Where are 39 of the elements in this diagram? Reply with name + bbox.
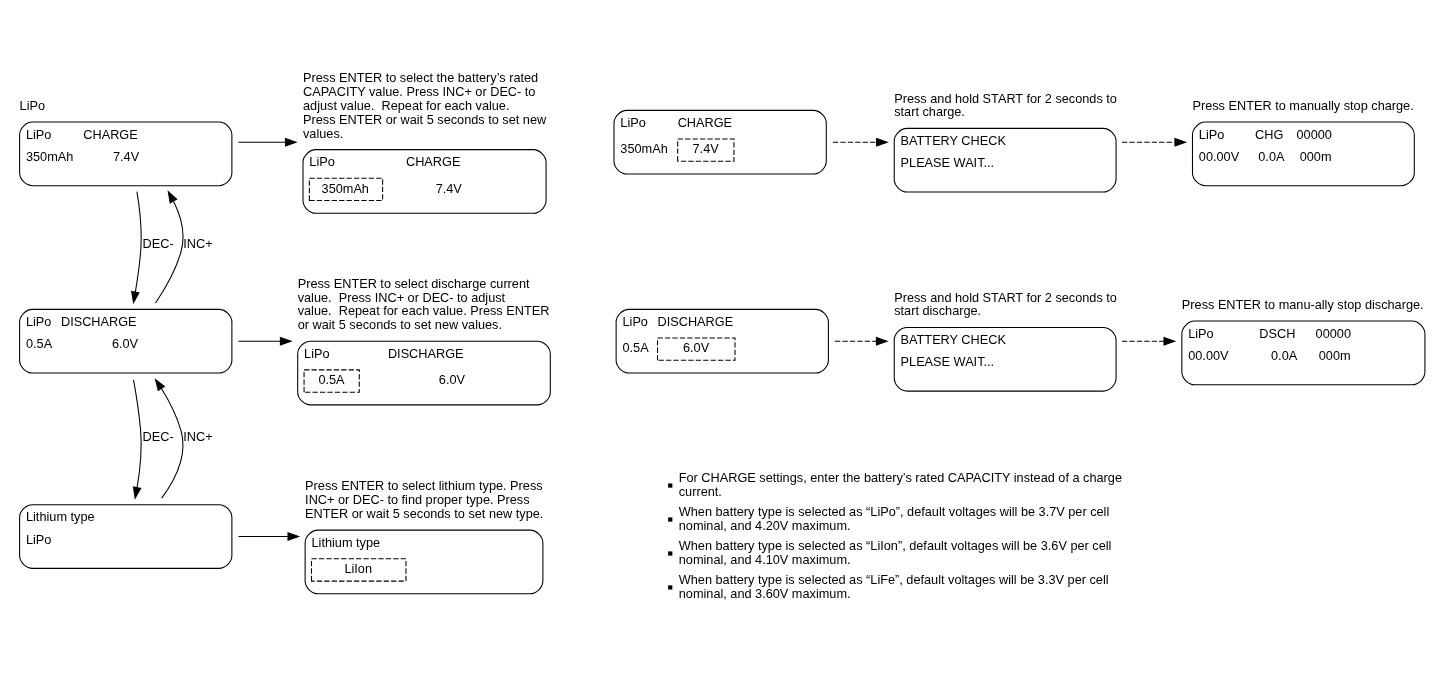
edge-label: INC+ [183, 236, 213, 252]
node-label: Press and hold START for 2 seconds to start discharge. [894, 289, 1117, 319]
node-label: Press ENTER to manually stop charge. [1192, 97, 1414, 113]
arrow [131, 191, 142, 305]
node-box: LiPo DISCHARGE 0.5A 6.0V [297, 340, 551, 406]
node-box: LiPo DISCHARGE 0.5A 6.0V [19, 308, 233, 374]
label: For CHARGE settings, enter the battery’s rated CAPACITY instead of a charge current. [678, 469, 1122, 499]
edge-label: DEC- [142, 236, 174, 252]
node-box: Lithium type LiIon [304, 529, 544, 595]
node-box: LiPo DISCHARGE 0.5A 6.0V [615, 308, 829, 374]
label: When battery type is selected as “LiPo”, default voltages will be 3.7V per cell nominal, and 4.20V maximum. [678, 503, 1110, 533]
arrow [832, 137, 889, 147]
node-label: Press ENTER to manu-ally stop discharge. [1181, 296, 1424, 312]
arrow [834, 336, 889, 346]
node-label: Press ENTER to select lithium type. Press INC+ or DEC- to find proper type. Press ENTER or wait 5 seconds to set new type. [305, 478, 544, 522]
node-box: LiPo DSCH 00000 00.00V 0.0A 000m [1181, 320, 1426, 386]
arrow [237, 137, 298, 147]
label: When battery type is selected as “LiFe”, default voltages will be 3.3V per cell nominal, and 3.60V maximum. [678, 571, 1109, 601]
arrow [237, 532, 301, 541]
edge-label: DEC- [142, 428, 174, 444]
arrow [155, 190, 184, 304]
node-label: Press and hold START for 2 seconds to start charge. [894, 90, 1117, 120]
label: When battery type is selected as “LiIon”, default voltages will be 3.6V per cell nominal, and 4.10V maximum. [678, 537, 1112, 567]
node-label: Press ENTER to select the battery’s rated CAPACITY value. Press INC+ or DEC- to adjust value. Repeat for each value. Press ENTER or wait 5 seconds to set new values. [303, 70, 547, 141]
arrow [1121, 137, 1188, 147]
arrow [1121, 336, 1177, 346]
arrow [154, 378, 184, 499]
arrow [132, 379, 142, 500]
node-box: BATTERY CHECK PLEASE WAIT... [893, 326, 1117, 392]
node-box: LiPo CHARGE 350mAh 7.4V [302, 149, 547, 214]
node-box: BATTERY CHECK PLEASE WAIT... [893, 127, 1117, 193]
node-box: LiPo CHARGE 350mAh 7.4V [613, 109, 827, 175]
node-box: LiPo CHG 00000 00.00V 0.0A 000m [1191, 121, 1415, 187]
node-label: Press ENTER to select discharge current value. Press INC+ or DEC- to adjust value. Repeat for each value. Press ENTER or wait 5 seconds to set new values. [297, 275, 550, 333]
node-box: LiPo CHARGE 350mAh 7.4V [19, 121, 233, 187]
node-label: LiPo [19, 97, 46, 113]
edge-label: INC+ [183, 428, 213, 444]
arrow [237, 336, 293, 346]
node-box: Lithium type LiPo [19, 504, 233, 569]
